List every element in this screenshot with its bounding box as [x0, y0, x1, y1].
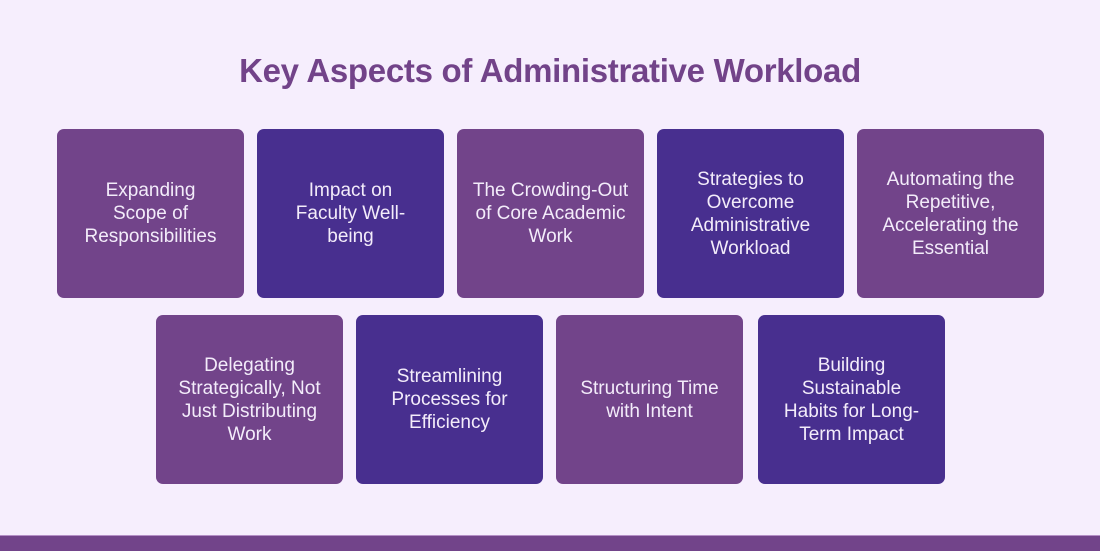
card-label: Expanding Scope of Responsibilities: [84, 180, 217, 247]
card-label: Streamlining Processes for Efficiency: [391, 366, 508, 433]
card-structuring-time: Structuring Time with Intent: [556, 315, 743, 484]
card-delegating: Delegating Strategically, Not Just Distr…: [156, 315, 343, 484]
card-label: The Crowding-Out of Core Academic Work: [472, 180, 629, 247]
diagram-title: Key Aspects of Administrative Workload: [239, 52, 861, 89]
card-crowding-out: The Crowding-Out of Core Academic Work: [457, 129, 644, 298]
card-label: Delegating Strategically, Not Just Distr…: [178, 354, 321, 445]
card-label: Automating the Repetitive, Accelerating …: [882, 168, 1019, 259]
bottom-bar: [0, 535, 1100, 551]
card-expanding-scope: Expanding Scope of Responsibilities: [57, 129, 244, 298]
card-impact-wellbeing: Impact on Faculty Well-being: [257, 129, 444, 298]
card-label: Impact on Faculty Well-being: [295, 180, 406, 247]
card-label: Building Sustainable Habits for Long-Ter…: [783, 354, 920, 445]
card-label: Strategies to Overcome Administrative Wo…: [690, 168, 811, 259]
card-strategies: Strategies to Overcome Administrative Wo…: [657, 129, 844, 298]
card-automating: Automating the Repetitive, Accelerating …: [857, 129, 1044, 298]
card-streamlining: Streamlining Processes for Efficiency: [356, 315, 543, 484]
card-label: Structuring Time with Intent: [580, 377, 719, 422]
card-sustainable-habits: Building Sustainable Habits for Long-Ter…: [758, 315, 945, 484]
